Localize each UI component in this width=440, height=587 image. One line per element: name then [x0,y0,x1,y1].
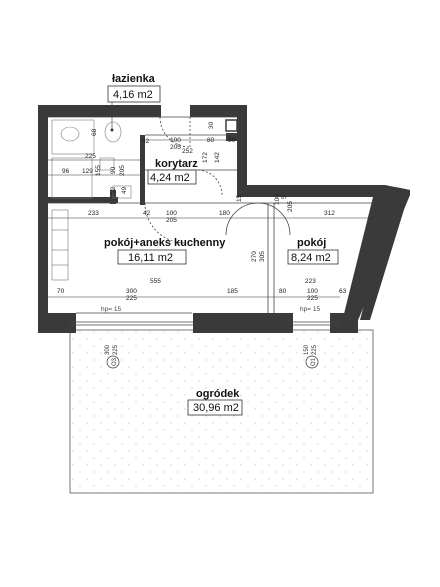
dimension-lines [48,139,373,298]
room-room-area: 8,24 m2 [291,252,331,264]
dim-70: 70 [57,288,65,295]
dim-270: 270 [251,251,258,262]
interior-lines [48,116,373,326]
room-bathroom: łazienka 4,16 m2 [107,73,161,132]
dim-185: 185 [227,288,238,295]
window-o1-label: O1 [311,357,317,366]
dim-312: 312 [324,210,335,217]
dim-172: 172 [202,152,209,163]
room-corridor-name: korytarz [155,158,198,170]
window-o1: 150 225 O1 [304,344,319,369]
room-bathroom-name: łazienka [112,73,156,85]
dim-100b: 100 [166,210,177,217]
dim-80b: 80 [279,288,287,295]
room-living: pokój+aneks kuchenny 16,11 m2 [104,237,226,265]
dim-155: 155 [95,165,102,176]
dim-225c: 225 [307,295,318,302]
room-garden-name: ogródek [196,388,240,400]
bathroom-fixtures [51,119,132,281]
room-corridor: korytarz 4,24 m2 [147,158,198,185]
room-bathroom-area: 4,16 m2 [113,89,153,101]
walls [38,105,410,333]
window-o3-label: O3 [112,357,118,366]
dim-52: 52 [110,186,117,194]
dim-100d: 100 [307,288,318,295]
dim-63: 63 [339,288,347,295]
dim-205b: 205 [166,217,177,224]
dim-233: 233 [88,210,99,217]
dim-42a: 42 [142,138,150,145]
room-corridor-area: 4,24 m2 [150,172,190,184]
dim-30b: 30 [228,137,236,144]
dim-305: 305 [259,251,266,262]
hp-left: hp= 15 [101,306,121,313]
dim-223: 223 [305,278,316,285]
room-room-name: pokój [297,237,326,249]
dim-5: 5 [281,195,288,199]
dim-100a: 100 [170,137,181,144]
hp-right: hp= 15 [300,306,320,313]
room-garden-area: 30,96 m2 [193,402,239,414]
dim-180: 180 [219,210,230,217]
room-living-name: pokój+aneks kuchenny [104,237,226,249]
window-o1-width: 150 [304,344,310,355]
dim-225a: 225 [85,153,96,160]
dim-80a: 80 [207,137,215,144]
dim-42b: 42 [143,210,151,217]
dim-96: 96 [62,168,70,175]
dim-129: 129 [82,168,93,175]
dim-30a: 30 [208,121,215,129]
dimension-texts: 42 100 205 30 80 30 252 172 142 68 225 9… [57,121,347,302]
window-o1-height: 225 [312,344,318,355]
room-room: pokój 8,24 m2 [287,237,339,265]
dim-555: 555 [150,278,161,285]
dim-252: 252 [182,148,193,155]
dim-90: 90 [110,166,117,174]
dim-68: 68 [91,128,98,136]
height-labels: hp= 15 hp= 15 [101,306,320,313]
dim-205v: 205 [119,165,126,176]
dim-100c: 100 [274,194,281,205]
room-garden: ogródek 30,96 m2 [187,388,243,416]
room-living-area: 16,11 m2 [128,252,173,264]
window-o3: 300 225 O3 [105,344,120,369]
window-o3-width: 300 [105,344,111,355]
dim-49: 49 [121,186,128,194]
dim-205a: 205 [170,144,181,151]
window-o3-height: 225 [113,344,119,355]
dim-300a: 300 [126,288,137,295]
dim-15: 15 [236,194,243,202]
dim-225b: 225 [126,295,137,302]
dim-142: 142 [214,152,221,163]
dim-205c: 205 [287,201,294,212]
